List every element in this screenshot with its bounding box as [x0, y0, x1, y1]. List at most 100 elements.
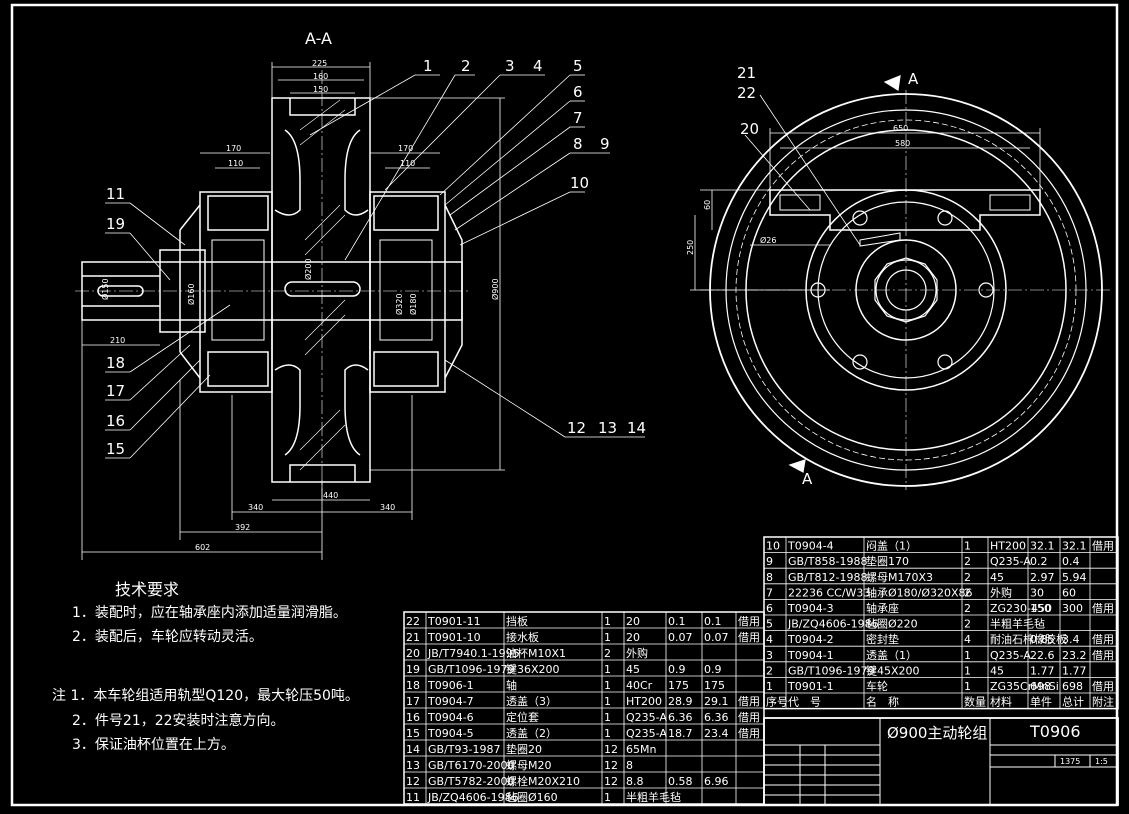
table-cell: 18.7 — [668, 727, 693, 740]
svg-text:2: 2 — [461, 57, 471, 75]
table-cell: 代 号 — [788, 696, 821, 709]
table-cell: JB/ZQ4606-1986 — [427, 791, 519, 804]
table-cell: 19 — [406, 663, 420, 676]
table-cell: 6.96 — [704, 775, 729, 788]
table-cell: 2 — [964, 586, 971, 599]
title-drawing-no: T0906 — [1029, 722, 1081, 741]
table-cell: 6.36 — [704, 711, 729, 724]
table-cell: T0904-3 — [787, 602, 834, 615]
table-cell: 螺母M170X3 — [866, 571, 933, 584]
table-cell: 12 — [604, 743, 618, 756]
table-cell: 18 — [406, 679, 420, 692]
table-cell: 150 — [1030, 602, 1051, 615]
wheel-rim — [271, 97, 371, 483]
table-cell: 14 — [406, 743, 420, 756]
table-cell: HT200 — [626, 695, 662, 708]
left-dimensions — [81, 62, 505, 560]
table-cell: 借用 — [738, 695, 760, 708]
svg-text:8: 8 — [573, 135, 583, 153]
table-cell: 0.9 — [704, 663, 722, 676]
table-cell: 半粗羊毛毡 — [626, 790, 681, 804]
tech-req-item-2: 2．装配后，车轮应转动灵活。 — [72, 629, 263, 645]
view-marker-top: A — [908, 70, 919, 88]
table-cell: Q235-A — [626, 727, 667, 740]
drawing-frame — [10, 3, 1119, 807]
table-cell: 借用 — [738, 631, 760, 644]
svg-text:110: 110 — [400, 159, 415, 168]
table-cell: T0901-11 — [427, 615, 481, 628]
table-cell: 透盖（2） — [506, 726, 557, 740]
table-cell: 2.97 — [1030, 571, 1055, 584]
tech-req-item-1: 1．装配时，应在轴承座内添加适量润滑脂。 — [72, 605, 347, 621]
table-cell: 1 — [604, 791, 611, 804]
table-cell: 0.9 — [668, 663, 686, 676]
table-cell: 借用 — [1092, 680, 1114, 693]
section-label: A-A — [305, 29, 332, 48]
right-dimension-text: 650 580 60 250 Ø26 — [686, 124, 910, 255]
table-cell: 0.07 — [704, 631, 729, 644]
table-cell: 2 — [766, 664, 773, 677]
table-cell: T0904-4 — [787, 540, 834, 553]
svg-text:16: 16 — [106, 412, 125, 430]
table-cell: 单件 — [1030, 696, 1052, 709]
svg-text:170: 170 — [398, 144, 413, 153]
table-cell: 698 — [1062, 680, 1083, 693]
svg-text:250: 250 — [686, 240, 695, 255]
table-cell: T0904-2 — [787, 633, 834, 646]
table-cell: 10 — [766, 540, 780, 553]
table-cell: 300 — [1062, 602, 1083, 615]
left-dimension-text: 225 160 150 170 110 170 110 210 340 340 … — [100, 59, 500, 552]
table-cell: GB/T6170-2000 — [428, 759, 514, 772]
tech-req-title: 技术要求 — [115, 580, 180, 599]
table-cell: 9 — [766, 555, 773, 568]
table-cell: 2 — [604, 647, 611, 660]
title-name: Ø900主动轮组 — [887, 724, 987, 742]
svg-text:150: 150 — [313, 85, 328, 94]
table-cell: 21 — [406, 631, 420, 644]
svg-text:19: 19 — [106, 215, 125, 233]
table-cell: 1.77 — [1030, 664, 1055, 677]
svg-text:392: 392 — [235, 523, 250, 532]
table-cell: T0904-1 — [787, 649, 834, 662]
table-cell: 22236 CC/W33 — [788, 586, 870, 599]
table-cell: 挡板 — [506, 614, 528, 628]
table-cell: 键36X200 — [506, 662, 560, 676]
table-cell: 22.6 — [1030, 649, 1055, 662]
svg-text:580: 580 — [895, 139, 910, 148]
table-cell: 总计 — [1062, 695, 1084, 709]
svg-text:22: 22 — [737, 84, 756, 102]
table-cell: T0904-7 — [427, 695, 474, 708]
table-cell: 1 — [604, 711, 611, 724]
table-cell: 2 — [964, 618, 971, 631]
table-cell: GB/T812-1988 — [788, 571, 867, 584]
table-cell: T0904-5 — [427, 727, 474, 740]
table-cell: 23.2 — [1062, 649, 1087, 662]
table-cell: 1 — [964, 540, 971, 553]
table-cell: HT200 — [990, 540, 1026, 553]
note-item-3: 3．保证油杯位置在上方。 — [72, 737, 235, 753]
table-cell: 8 — [766, 571, 773, 584]
table-cell: 透盖（3） — [506, 694, 557, 708]
table-cell: 0.1 — [668, 615, 686, 628]
table-cell: T0901-1 — [787, 680, 834, 693]
svg-text:170: 170 — [226, 144, 241, 153]
table-cell: ZG230-450 — [990, 602, 1052, 615]
table-cell: 耐油石棉橡胶板 — [990, 632, 1067, 646]
table-cell: 0.07 — [668, 631, 693, 644]
table-cell: 透盖（1） — [866, 648, 917, 662]
table-cell: 轴承Ø180/Ø320X86 — [866, 585, 973, 599]
table-cell: 闷盖（1） — [866, 539, 917, 553]
title-scale: 1:5 — [1095, 757, 1108, 766]
table-cell: 垫圈170 — [866, 554, 909, 568]
left-balloons: 1 2 3 4 5 6 7 8 9 10 11 19 18 17 16 15 1… — [106, 57, 646, 458]
table-cell: 2 — [964, 555, 971, 568]
svg-text:340: 340 — [248, 503, 263, 512]
table-cell: 16 — [406, 711, 420, 724]
table-cell: 1 — [964, 649, 971, 662]
table-cell: 698 — [1030, 680, 1051, 693]
table-cell: 螺栓M20X210 — [506, 774, 580, 788]
table-cell: 1 — [766, 680, 773, 693]
table-cell: 45 — [990, 664, 1004, 677]
